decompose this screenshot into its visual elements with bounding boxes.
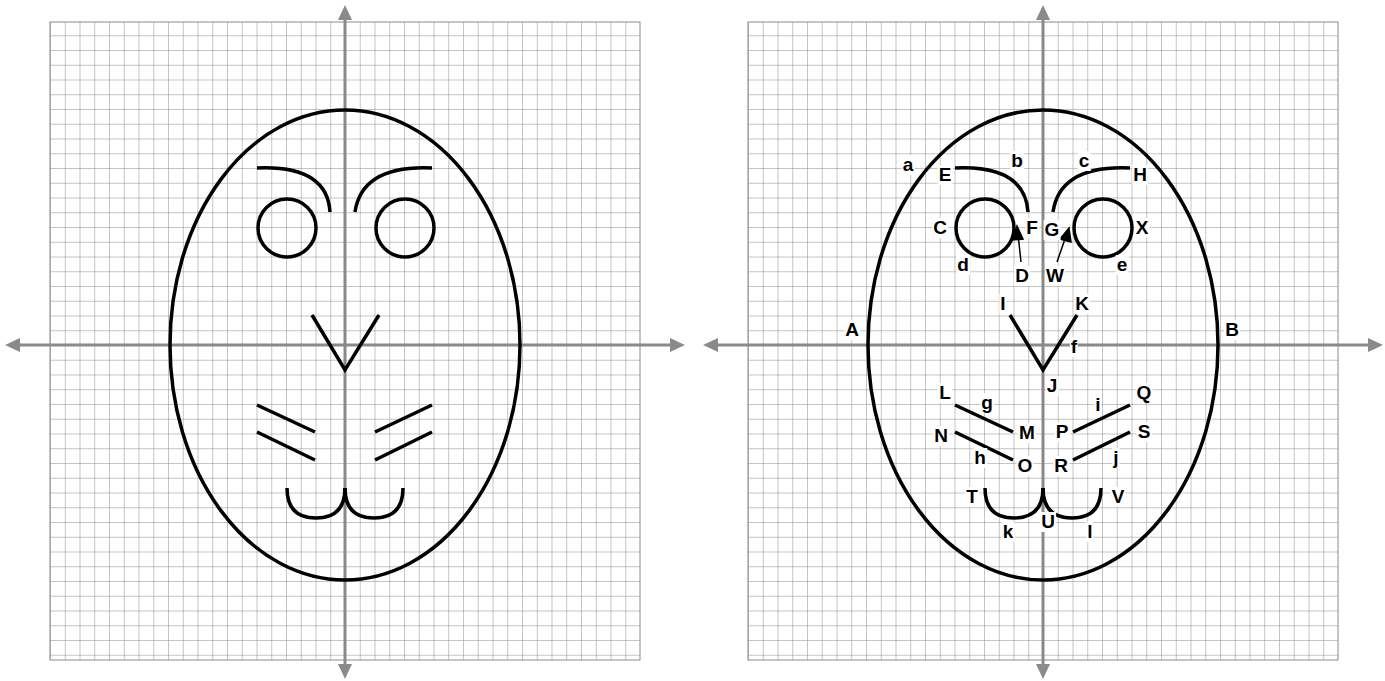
point-label: S (1137, 422, 1152, 442)
point-label: O (1017, 456, 1034, 476)
point-label: c (1078, 151, 1091, 171)
point-label: h (973, 448, 987, 468)
point-label: W (1045, 266, 1065, 286)
point-label: P (1055, 422, 1070, 442)
point-label: G (1044, 220, 1061, 240)
point-label: i (1094, 395, 1101, 415)
point-label: X (1135, 218, 1150, 238)
point-label: A (844, 320, 860, 340)
point-label: U (1040, 512, 1056, 532)
point-label: d (956, 255, 970, 275)
point-label: k (1002, 522, 1015, 542)
point-label: f (1070, 337, 1078, 357)
point-label: D (1014, 266, 1030, 286)
point-label: C (932, 218, 948, 238)
point-label: L (938, 383, 952, 403)
point-label: M (1018, 423, 1036, 443)
point-label: T (965, 487, 979, 507)
point-label: F (1025, 218, 1039, 238)
point-label: K (1074, 294, 1090, 314)
point-label: B (1224, 320, 1240, 340)
point-label: l (1086, 522, 1093, 542)
point-label: H (1132, 165, 1148, 185)
point-label: V (1111, 487, 1126, 507)
point-label: e (1116, 255, 1129, 275)
point-label: b (1010, 151, 1024, 171)
point-label: j (1112, 448, 1119, 468)
point-label: N (933, 426, 949, 446)
point-label: Q (1136, 383, 1153, 403)
point-label: J (1046, 376, 1059, 396)
point-label: I (999, 294, 1006, 314)
point-label: g (980, 393, 994, 413)
point-label: R (1053, 456, 1069, 476)
point-label: a (902, 155, 915, 175)
point-label: E (938, 165, 953, 185)
